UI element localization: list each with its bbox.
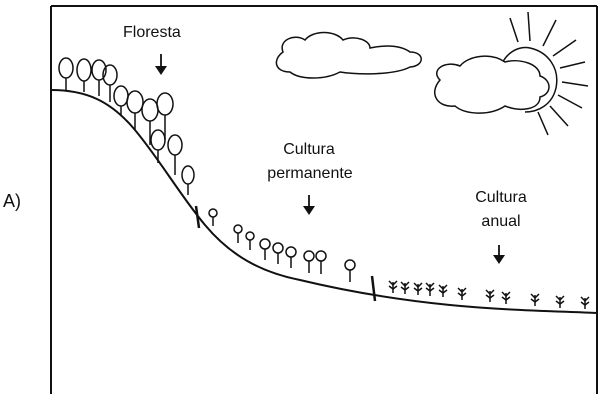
crop-icon — [555, 295, 565, 308]
tree-icon — [315, 250, 327, 274]
forest-trees — [58, 57, 195, 195]
zone-divider-permanent — [370, 275, 377, 302]
permanent-crop-trees — [208, 208, 356, 282]
crop-icon — [457, 287, 467, 300]
forest-label: Floresta — [123, 24, 181, 41]
tree-icon — [126, 90, 144, 130]
crop-icon — [388, 280, 398, 293]
cloud-icon — [434, 55, 550, 114]
tree-icon — [344, 259, 356, 282]
tree-icon — [76, 58, 92, 92]
zone-divider-forest — [194, 205, 201, 229]
permanent-crop-label-line1: Cultura — [283, 141, 335, 158]
tree-icon — [208, 208, 218, 226]
tree-icon — [181, 165, 195, 195]
sun-icon — [499, 11, 589, 136]
annual-crops — [388, 280, 590, 309]
permanent-crop-label-line2: permanente — [267, 165, 353, 182]
diagram-frame — [50, 5, 598, 394]
tree-icon — [102, 64, 118, 102]
cloud-icon — [275, 31, 422, 79]
crop-icon — [438, 284, 448, 297]
crop-icon — [485, 289, 495, 302]
tree-icon — [233, 224, 243, 243]
down-arrow-icon — [155, 54, 167, 75]
tree-icon — [58, 57, 74, 90]
crop-icon — [501, 291, 511, 304]
annual-crop-label-line1: Cultura — [475, 189, 527, 206]
tree-icon — [245, 231, 255, 250]
down-arrow-icon — [493, 245, 505, 264]
down-arrow-icon — [303, 195, 315, 215]
crop-icon — [400, 281, 410, 294]
annual-crop-label-line2: anual — [481, 213, 521, 230]
tree-icon — [285, 246, 297, 268]
tree-icon — [272, 242, 284, 264]
tree-icon — [259, 238, 271, 260]
crop-icon — [425, 282, 435, 296]
crop-icon — [530, 293, 540, 306]
crop-icon — [413, 282, 423, 295]
tree-icon — [150, 129, 166, 163]
tree-icon — [167, 134, 183, 175]
tree-icon — [156, 92, 174, 140]
tree-icon — [303, 250, 315, 273]
tree-icon — [91, 59, 107, 96]
tree-icon — [141, 98, 159, 145]
crop-icon — [580, 296, 590, 309]
panel-label: A) — [3, 191, 21, 211]
